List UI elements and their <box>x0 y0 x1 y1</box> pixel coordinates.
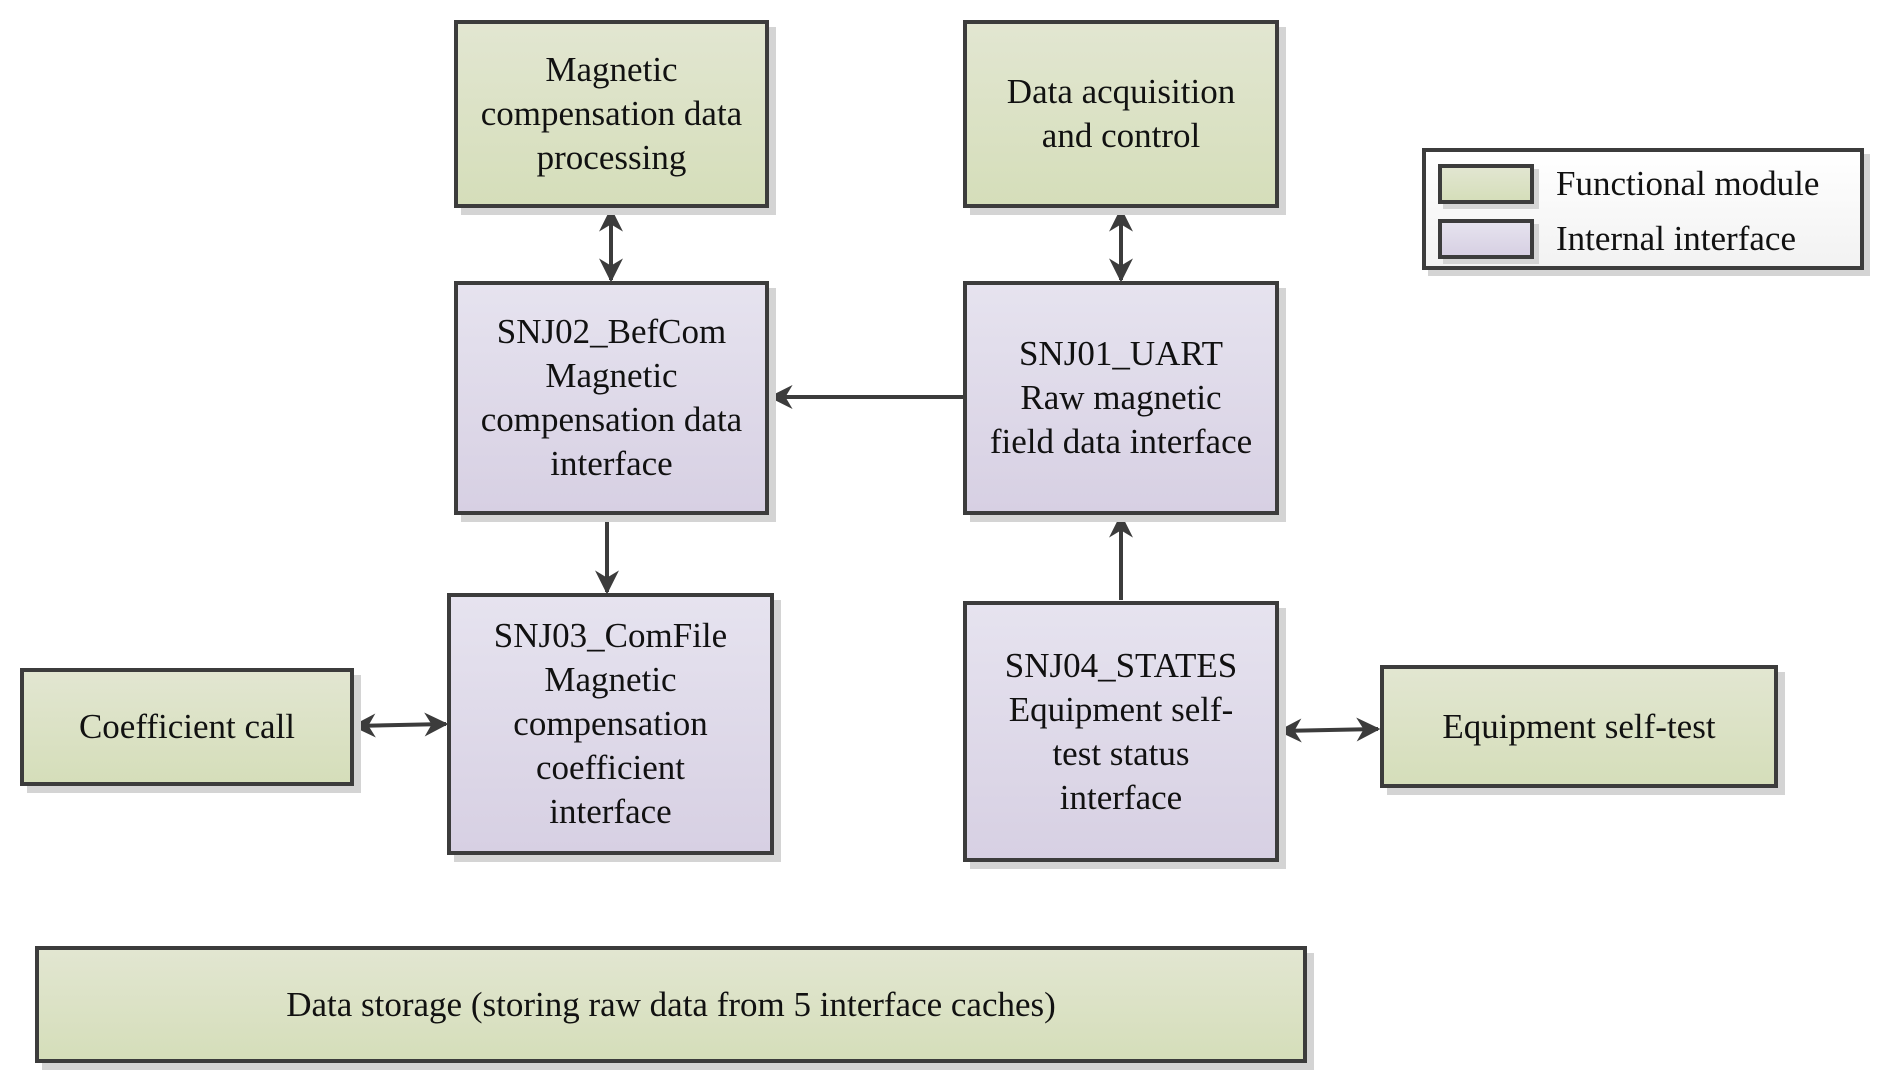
node-line: coefficient <box>536 748 685 787</box>
node-line: SNJ03_ComFile <box>493 616 728 655</box>
node-line: Magnetic <box>545 50 678 89</box>
node-line: field data interface <box>989 422 1253 461</box>
node-line: test status <box>1052 733 1190 773</box>
legend-swatch-functional <box>1438 164 1534 204</box>
legend-item-internal-interface: Internal interface <box>1438 219 1796 259</box>
node-coefficient-call: Coefficient call <box>20 668 354 786</box>
node-line: interface <box>1059 777 1183 817</box>
node-line: processing <box>536 138 687 177</box>
node-line: SNJ02_BefCom <box>496 312 727 351</box>
node-line: Data storage (storing raw data from 5 in… <box>286 984 1056 1024</box>
node-line: Magnetic <box>544 660 677 699</box>
node-line: interface <box>550 444 673 483</box>
node-line: Coefficient call <box>78 707 296 746</box>
node-magnetic-compensation-processing: Magnetic compensation data processing <box>454 20 769 208</box>
legend-label: Internal interface <box>1556 219 1796 258</box>
node-snj02-befcom: SNJ02_BefCom Magnetic compensation data … <box>454 281 769 515</box>
legend: Functional module Internal interface <box>1422 148 1864 270</box>
legend-item-functional-module: Functional module <box>1438 164 1819 204</box>
node-line: compensation data <box>480 94 743 133</box>
edge-snj04-self-test <box>1277 717 1381 743</box>
node-data-acquisition-control: Data acquisition and control <box>963 20 1279 208</box>
node-line: Data acquisition <box>1006 72 1236 111</box>
node-line: Equipment self- <box>1008 689 1234 729</box>
node-snj04-states: SNJ04_STATES Equipment self- test status… <box>963 601 1279 862</box>
node-line: Magnetic <box>545 356 678 395</box>
node-line: interface <box>549 792 672 831</box>
legend-swatch-interface <box>1438 219 1534 259</box>
node-line: Raw magnetic <box>1020 378 1222 417</box>
node-snj03-comfile: SNJ03_ComFile Magnetic compensation coef… <box>447 593 774 855</box>
node-line: SNJ01_UART <box>1018 334 1224 373</box>
node-line: compensation <box>513 704 708 743</box>
edge-coeff-call-snj03 <box>351 712 449 738</box>
node-line: compensation data <box>480 400 743 439</box>
node-line: Equipment self-test <box>1442 706 1716 746</box>
node-snj01-uart: SNJ01_UART Raw magnetic field data inter… <box>963 281 1279 515</box>
node-line: SNJ04_STATES <box>1004 645 1238 685</box>
node-line: and control <box>1041 116 1201 155</box>
legend-label: Functional module <box>1556 164 1820 203</box>
node-data-storage: Data storage (storing raw data from 5 in… <box>35 946 1307 1063</box>
node-equipment-self-test: Equipment self-test <box>1380 665 1778 788</box>
